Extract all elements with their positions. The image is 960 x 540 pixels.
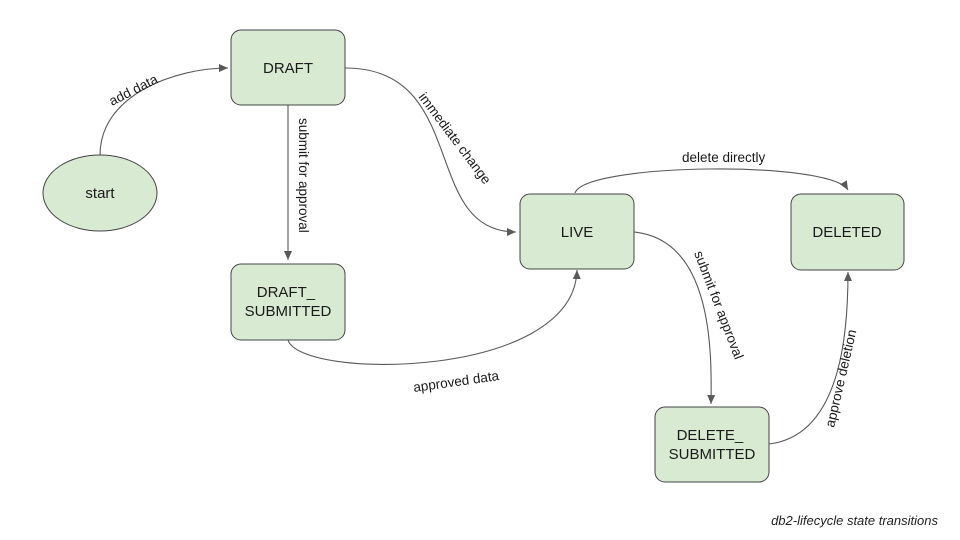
label-approved-data: approved data [412, 368, 500, 395]
node-delete-submitted: DELETE_ SUBMITTED [654, 406, 770, 483]
node-draft-label: DRAFT [263, 60, 313, 77]
edge-approved-data [287, 269, 581, 365]
label-add-data: add data [107, 71, 161, 108]
edge-live-submit-for-approval [633, 231, 716, 405]
node-draft-submitted-label-line2: SUBMITTED [245, 303, 332, 320]
node-deleted-label: DELETED [812, 224, 881, 241]
svg-text:DRAFT_ SUBMITTED: DRAFT_ SUBMITTED [245, 284, 332, 320]
label-delete-directly: delete directly [682, 150, 766, 165]
edge-immediate-change [344, 67, 517, 236]
edge-delete-directly [574, 168, 849, 194]
label-approve-deletion: approve deletion [822, 328, 859, 429]
svg-text:DELETE_ SUBMITTED: DELETE_ SUBMITTED [669, 427, 756, 463]
node-delete-submitted-label-line1: DELETE_ [677, 427, 744, 444]
label-live-submit-for-approval: submit for approval [691, 249, 746, 362]
edge-approve-deletion [768, 271, 852, 445]
label-immediate-change: immediate change [416, 90, 494, 187]
label-draft-submit-for-approval: submit for approval [296, 118, 311, 233]
node-live-label: LIVE [561, 224, 594, 241]
edge-add-data [99, 64, 229, 156]
node-draft-submitted: DRAFT_ SUBMITTED [230, 263, 346, 341]
node-draft: DRAFT [230, 29, 346, 106]
node-live: LIVE [519, 193, 635, 270]
node-start: start [42, 154, 158, 232]
node-deleted: DELETED [790, 193, 905, 271]
node-delete-submitted-label-line2: SUBMITTED [669, 446, 756, 463]
diagram-caption: db2-lifecycle state transitions [771, 513, 938, 528]
node-start-label: start [85, 185, 115, 202]
node-draft-submitted-label-line1: DRAFT_ [257, 284, 316, 301]
